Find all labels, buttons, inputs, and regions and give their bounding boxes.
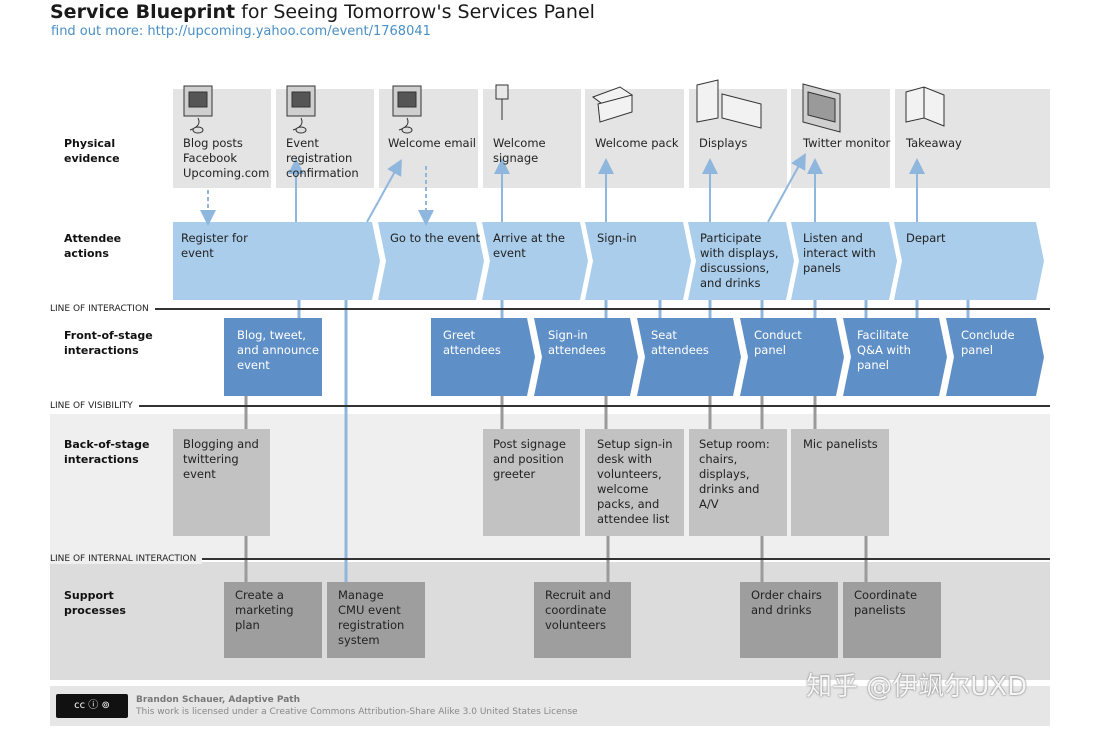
front-stage-shape bbox=[534, 318, 638, 396]
attendee-action-label: Go to the event bbox=[390, 231, 481, 245]
line-of-interaction-label: LINE OF INTERACTION bbox=[50, 304, 155, 314]
support-box bbox=[327, 582, 425, 658]
computer-icon bbox=[286, 85, 316, 134]
physical-evidence-label: Welcome signage bbox=[493, 136, 546, 165]
back-stage-label: Setup sign-in desk with volunteers, welc… bbox=[597, 437, 673, 526]
support-label: Manage CMU event registration system bbox=[338, 588, 405, 647]
back-stage-label: Mic panelists bbox=[803, 437, 878, 451]
back-stage-label: Blogging and twittering event bbox=[183, 437, 259, 481]
attendee-action-label: Participate with displays, discussions, … bbox=[700, 231, 779, 290]
line-of-visibility bbox=[50, 405, 1050, 407]
front-stage-shape bbox=[224, 318, 322, 396]
front-stage-label: Blog, tweet, and announce event bbox=[237, 328, 319, 372]
line-of-visibility-label: LINE OF VISIBILITY bbox=[50, 401, 139, 411]
monitor-icon bbox=[802, 83, 841, 133]
attendee-action-shape bbox=[894, 222, 1044, 300]
back-stage-box bbox=[173, 429, 270, 536]
footer bbox=[50, 686, 1050, 726]
attendee-action-shape bbox=[688, 222, 794, 300]
line-of-internal-interaction bbox=[50, 558, 1050, 560]
source-link[interactable]: find out more: http://upcoming.yahoo.com… bbox=[51, 24, 431, 39]
row-label-physical-evidence: Physical evidence bbox=[64, 137, 120, 165]
support-label: Recruit and coordinate volunteers bbox=[545, 588, 611, 632]
booklet-icon bbox=[905, 86, 945, 127]
support-box bbox=[224, 582, 322, 658]
attendee-action-shape bbox=[378, 222, 484, 300]
front-stage-label: Seat attendees bbox=[651, 328, 709, 357]
back-stage-label: Post signage and position greeter bbox=[493, 437, 566, 481]
row-label-attendee-actions: Attendee actions bbox=[64, 232, 122, 260]
support-label: Coordinate panelists bbox=[854, 588, 918, 617]
box-icon bbox=[591, 86, 634, 123]
attendee-action-shape bbox=[173, 222, 380, 300]
attendee-action-shape bbox=[585, 222, 691, 300]
support-label: Order chairs and drinks bbox=[751, 588, 822, 617]
footer-author: Brandon Schauer, Adaptive Path bbox=[136, 695, 300, 705]
physical-evidence-label: Displays bbox=[699, 136, 748, 150]
sign-icon bbox=[495, 84, 509, 120]
page-title: Service Blueprint for Seeing Tomorrow's … bbox=[50, 1, 595, 23]
attendee-action-label: Listen and interact with panels bbox=[803, 231, 876, 275]
attendee-action-shape bbox=[791, 222, 897, 300]
front-stage-label: Sign-in attendees bbox=[548, 328, 606, 357]
attendee-action-label: Depart bbox=[906, 231, 946, 245]
row-label-support: Support processes bbox=[64, 589, 126, 617]
front-stage-label: Conduct panel bbox=[754, 328, 802, 357]
line-of-internal-interaction-label: LINE OF INTERNAL INTERACTION bbox=[50, 554, 203, 564]
attendee-action-shape bbox=[482, 222, 588, 300]
back-stage-label: Setup room: chairs, displays, drinks and… bbox=[699, 437, 770, 511]
line-of-interaction bbox=[50, 308, 1050, 310]
physical-evidence-label: Blog posts Facebook Upcoming.com bbox=[183, 136, 270, 180]
display-panels-icon bbox=[696, 79, 762, 129]
front-stage-shape bbox=[740, 318, 844, 396]
front-stage-shape bbox=[946, 318, 1044, 396]
back-stage-box bbox=[791, 429, 889, 536]
physical-evidence-label: Takeaway bbox=[906, 136, 962, 150]
computer-icon bbox=[392, 85, 422, 134]
attendee-action-label: Register for event bbox=[181, 231, 248, 260]
front-stage-label: Facilitate Q&A with panel bbox=[857, 328, 911, 372]
creative-commons-badge[interactable]: cc ⓘ ⊚ bbox=[56, 694, 128, 718]
back-stage-box bbox=[689, 429, 787, 536]
front-stage-label: Greet attendees bbox=[443, 328, 501, 357]
support-box bbox=[843, 582, 941, 658]
front-stage-shape bbox=[637, 318, 741, 396]
attendee-action-label: Sign-in bbox=[597, 231, 637, 245]
computer-icon bbox=[183, 85, 213, 134]
attendee-action-label: Arrive at the event bbox=[493, 231, 565, 260]
support-box bbox=[740, 582, 838, 658]
row-label-front-stage: Front-of-stage interactions bbox=[64, 329, 153, 357]
physical-evidence-label: Welcome pack bbox=[595, 136, 679, 150]
physical-evidence-label: Twitter monitor bbox=[803, 136, 891, 150]
front-stage-label: Conclude panel bbox=[961, 328, 1015, 357]
footer-license: This work is licensed under a Creative C… bbox=[136, 707, 578, 717]
row-label-back-stage: Back-of-stage interactions bbox=[64, 438, 150, 466]
back-stage-box bbox=[585, 429, 684, 536]
support-box bbox=[534, 582, 631, 658]
watermark: 知乎 @伊飒尔UXD bbox=[806, 672, 1028, 702]
physical-evidence-label: Event registration confirmation bbox=[286, 136, 359, 180]
support-label: Create a marketing plan bbox=[235, 588, 294, 632]
front-stage-shape bbox=[431, 318, 535, 396]
front-stage-shape bbox=[843, 318, 947, 396]
physical-evidence-label: Welcome email bbox=[388, 136, 476, 150]
back-stage-box bbox=[483, 429, 580, 536]
